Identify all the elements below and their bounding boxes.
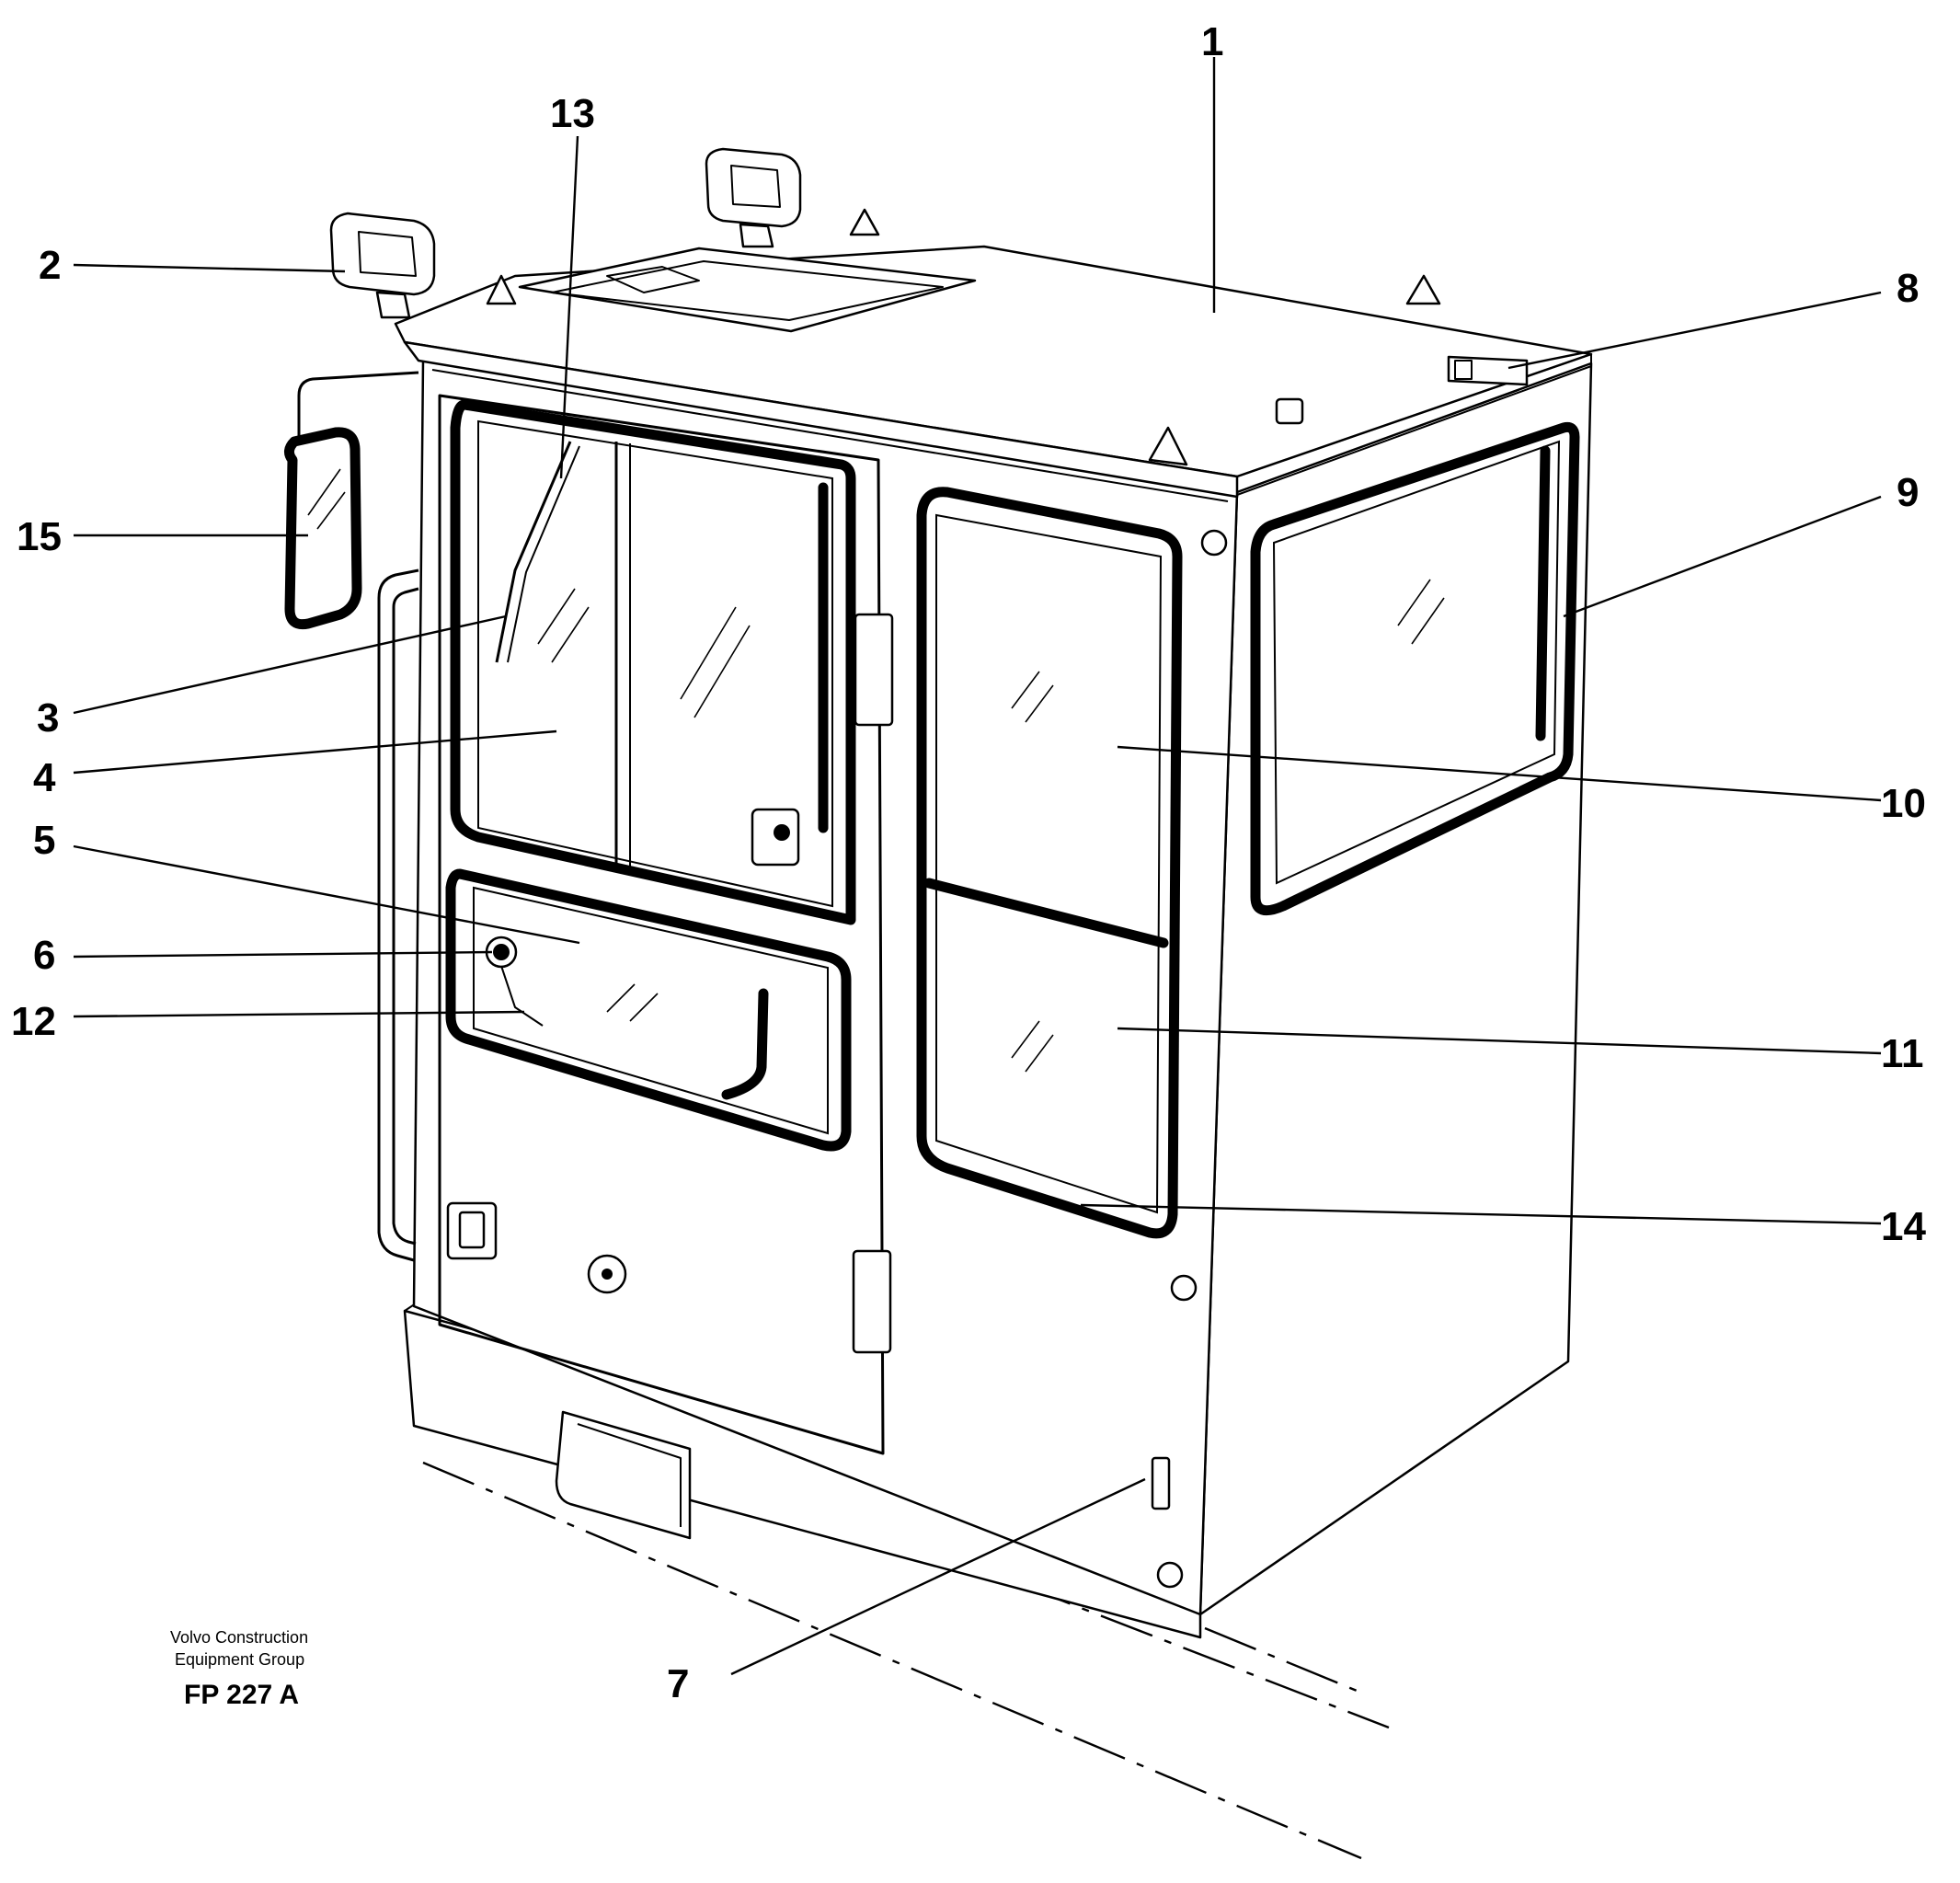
callout-8: 8 xyxy=(1897,266,1919,311)
callout-14: 14 xyxy=(1881,1204,1926,1249)
cab-door xyxy=(438,394,894,1455)
callout-3: 3 xyxy=(37,695,59,741)
callout-labels: 1 2 3 4 5 6 7 8 9 10 11 12 13 14 15 xyxy=(11,19,1926,1706)
caption-block: Volvo Construction Equipment Group FP 22… xyxy=(170,1628,308,1710)
lower-door-window xyxy=(445,868,852,1152)
caption-line-2: Equipment Group xyxy=(175,1650,304,1669)
callout-15: 15 xyxy=(17,514,62,559)
work-lights xyxy=(329,147,802,319)
callout-2: 2 xyxy=(39,243,61,288)
rear-view-mirror xyxy=(284,371,419,630)
right-door-windows xyxy=(916,487,1228,1589)
callout-11: 11 xyxy=(1881,1031,1924,1076)
callout-9: 9 xyxy=(1897,470,1919,515)
grab-handle xyxy=(377,568,419,1262)
callout-12: 12 xyxy=(11,999,56,1044)
callout-7: 7 xyxy=(667,1661,689,1706)
caption-line-1: Volvo Construction xyxy=(170,1628,308,1647)
leader-lines xyxy=(73,57,1882,1676)
callout-4: 4 xyxy=(33,755,56,800)
callout-6: 6 xyxy=(33,933,55,978)
callout-13: 13 xyxy=(550,91,595,136)
figure-code: FP 227 A xyxy=(184,1680,299,1710)
callout-10: 10 xyxy=(1881,781,1926,826)
cab-roof xyxy=(394,208,1593,499)
callout-5: 5 xyxy=(33,818,55,863)
callout-1: 1 xyxy=(1201,19,1223,64)
upper-door-window xyxy=(450,399,856,925)
